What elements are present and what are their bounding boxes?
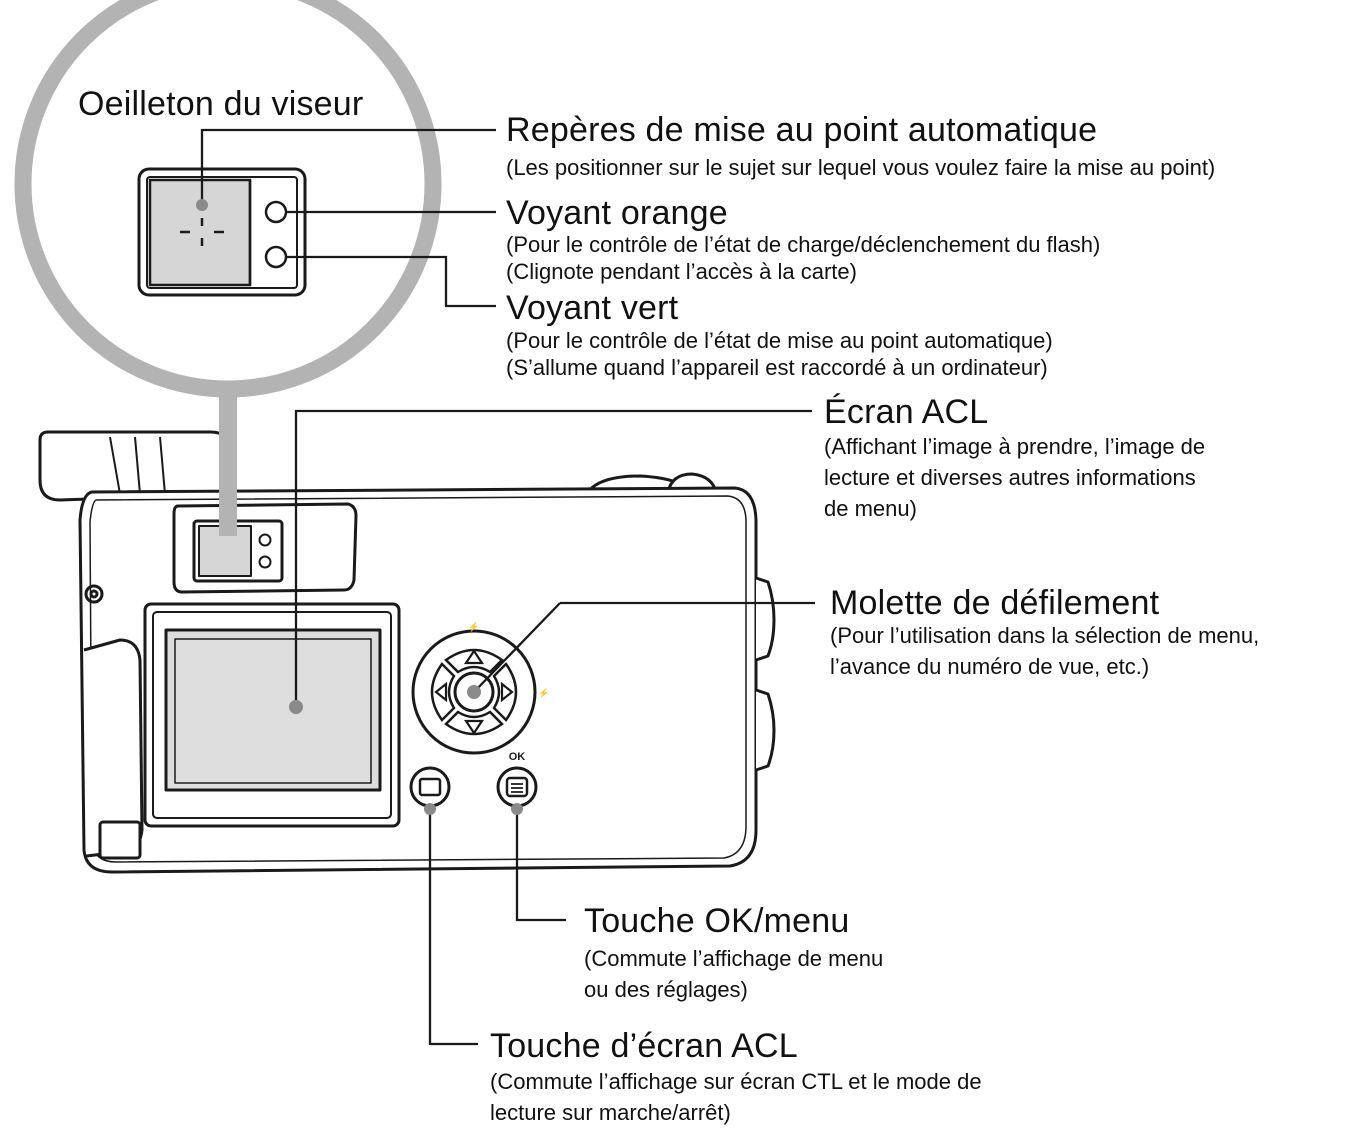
ok-menu-button-title: Touche OK/menu [584,902,850,940]
orange-lamp-desc: (Pour le contrôle de l’état de charge/dé… [506,232,1101,284]
orange-lamp-title: Voyant orange [506,194,728,232]
af-marks-desc: (Les positionner sur le sujet sur lequel… [506,155,1216,180]
ok-label: OK [509,751,526,763]
ok-menu-button-icon [496,766,538,808]
camera-back [38,430,776,874]
viewfinder-eyepiece-label: Oeilleton du viseur [78,85,364,123]
scroll-dial-desc: (Pour l’utilisation dans la sélection de… [830,623,1260,679]
orange-lamp-icon [264,200,288,224]
ok-menu-button-desc: (Commute l’affichage de menu ou des régl… [584,946,884,1002]
side-grip-upper [755,576,776,662]
svg-text:⚡: ⚡ [468,621,479,633]
scroll-dial-title: Molette de défilement [830,584,1160,622]
green-lamp-icon [264,245,288,269]
lcd-button-title: Touche d’écran ACL [490,1027,798,1065]
lcd-button-desc: (Commute l’affichage sur écran CTL et le… [490,1069,982,1125]
lcd-screen-title: Écran ACL [824,393,989,431]
strap-screw [84,584,104,604]
green-lamp-desc: (Pour le contrôle de l’état de mise au p… [506,328,1053,380]
svg-text:⚡: ⚡ [538,687,549,699]
side-grip-lower [755,688,776,772]
lcd-screen-desc: (Affichant l’image à prendre, l’image de… [824,434,1206,521]
leader-dots [196,199,523,815]
lcd-button-icon [409,766,451,808]
leader-lines [200,128,815,1046]
af-marks-title: Repères de mise au point automatique [506,111,1098,149]
af-crosshair-icon [180,218,224,246]
green-lamp-title: Voyant vert [506,289,679,327]
